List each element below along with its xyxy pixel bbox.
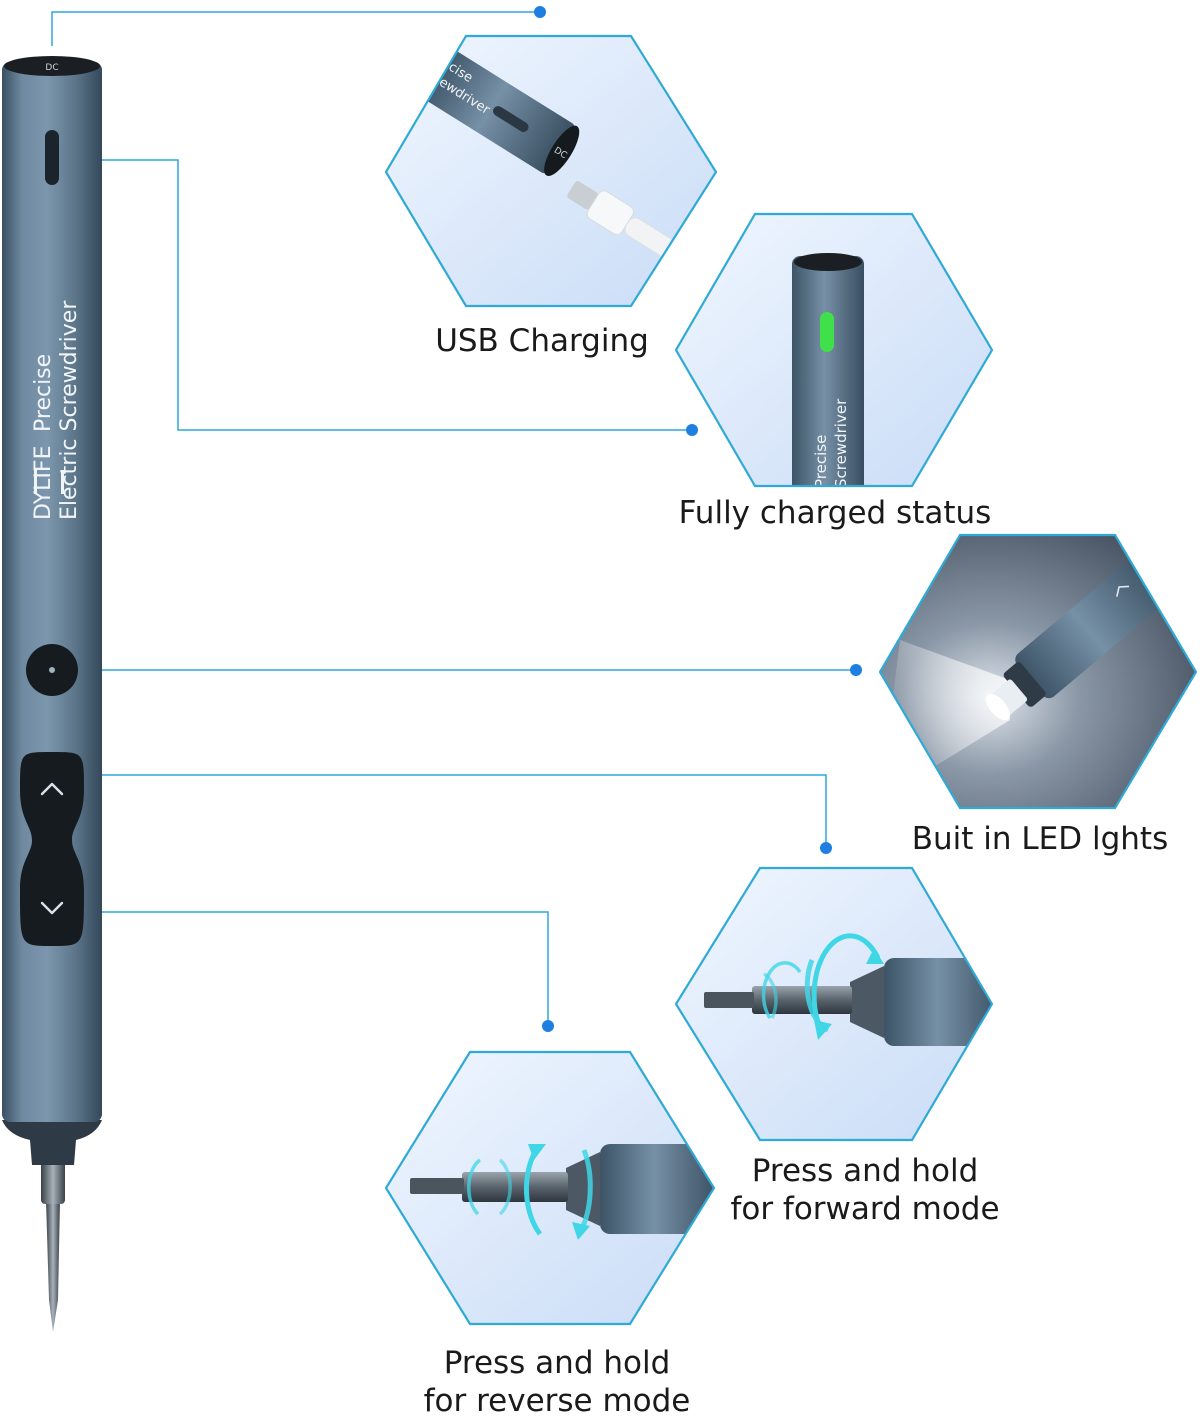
- light-button-dot: [49, 667, 55, 673]
- bit-tip: [704, 992, 754, 1008]
- rotation-arrow-icon: [811, 933, 881, 1034]
- callout-dot: [542, 1020, 554, 1032]
- rotation-arrow-icon: [467, 1158, 482, 1216]
- rotation-arrow-icon: [761, 961, 802, 1019]
- reverse-mode-panel: [384, 1050, 716, 1326]
- arrow-head: [814, 1020, 832, 1040]
- led-glow: [985, 693, 1010, 721]
- callout-lines: [51, 11, 854, 1025]
- charge-indicator-slot: [45, 130, 59, 185]
- screwdriver-detail: [884, 958, 992, 1046]
- reverse-arrow-icon: [40, 901, 64, 915]
- collar: [1003, 662, 1046, 707]
- detail-label: Screwdriver: [832, 398, 850, 488]
- bit-collar: [41, 1160, 65, 1204]
- usb-port: [544, 125, 580, 176]
- screwdriver-bit: [46, 1200, 60, 1332]
- screwdriver-bit: [462, 1172, 568, 1202]
- screwdriver-detail: [600, 1144, 714, 1234]
- callout-line-reverse: [72, 911, 549, 1025]
- callout-dots: [534, 6, 862, 1032]
- arrow-head: [866, 948, 884, 964]
- rotation-arrow-icon: [498, 1158, 512, 1216]
- forward-mode-panel: [674, 866, 994, 1142]
- fully-charged-caption: Fully charged status: [678, 495, 992, 531]
- rotation-arrow-icon: [763, 972, 778, 1019]
- caption-line: for forward mode: [730, 1191, 1000, 1227]
- arrow-head: [572, 1222, 590, 1240]
- callout-dot: [686, 424, 698, 436]
- callout-dot: [850, 664, 862, 676]
- top-cap: [4, 56, 100, 76]
- bit-tip: [410, 1178, 464, 1194]
- charge-indicator-light: [820, 312, 834, 352]
- callout-line-usb: [51, 11, 540, 46]
- screwdriver-chuck: [2, 1120, 102, 1165]
- usb-charging-panel: cise ewdriver DC: [384, 34, 718, 308]
- top-cap: [794, 253, 862, 271]
- screwdriver-main: DC DYLIFE Precise Electric Screwdriver: [2, 56, 102, 1332]
- forward-arrow-icon: [40, 782, 64, 796]
- screwdriver-body: [2, 62, 102, 1122]
- rotation-arrow-icon: [577, 1149, 593, 1234]
- reverse-mode-caption: Press and hold for reverse mode: [392, 1344, 722, 1420]
- led-light-caption: Buit in LED lghts: [911, 821, 1169, 857]
- detail-label: Precise: [812, 435, 830, 488]
- charge-indicator-slot: [493, 106, 529, 132]
- caption-line: Press and hold: [751, 1153, 979, 1189]
- forward-mode-caption: Press and hold for forward mode: [700, 1152, 1030, 1228]
- caption-line: Press and hold: [443, 1345, 671, 1381]
- callout-line-forward: [72, 774, 827, 846]
- label-bar: [34, 470, 37, 494]
- dc-port-label: DC: [45, 63, 58, 73]
- product-label: DYLIFE Precise Electric Screwdriver: [31, 300, 82, 520]
- screwdriver-detail: [792, 256, 864, 486]
- callout-line-charge: [72, 159, 690, 431]
- usb-charging-caption: USB Charging: [435, 323, 649, 359]
- direction-button: [20, 752, 84, 946]
- arrow-head: [528, 1144, 546, 1160]
- led-light-panel: [878, 533, 1198, 810]
- callout-dot: [534, 6, 546, 18]
- screwdriver-detail: [1015, 552, 1175, 699]
- callout-dot: [820, 842, 832, 854]
- product-name-line2: Electric Screwdriver: [57, 300, 82, 520]
- rotation-arrow-icon: [523, 1148, 543, 1236]
- forward-arrow-icon: [1116, 585, 1130, 597]
- product-name-line1: Precise: [31, 354, 56, 432]
- caption-line: for reverse mode: [423, 1383, 691, 1419]
- label-bar: [61, 470, 64, 494]
- fully-charged-panel: Precise Screwdriver: [674, 212, 994, 488]
- chuck-taper: [850, 966, 884, 1038]
